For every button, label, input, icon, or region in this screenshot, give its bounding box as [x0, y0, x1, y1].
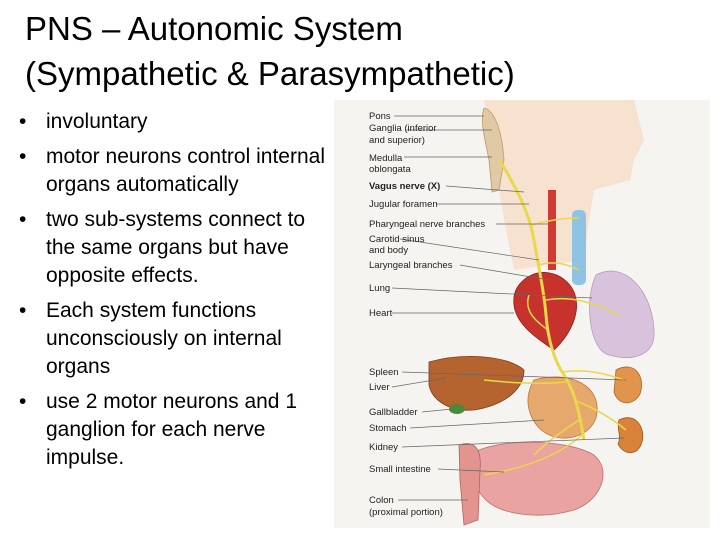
bullet-item: • use 2 motor neurons and 1 ganglion for …	[19, 388, 329, 472]
label-carotid-line2: and body	[369, 245, 408, 256]
bullet-dot: •	[19, 299, 27, 322]
label-medulla-line1: Medulla	[369, 153, 403, 164]
stomach-shape	[527, 376, 598, 439]
label-ganglia-line1: Ganglia (inferior	[369, 123, 437, 134]
label-spleen: Spleen	[369, 367, 399, 378]
label-vagus-nerve: Vagus nerve (X)	[369, 181, 440, 192]
bullet-dot: •	[19, 145, 27, 168]
title-line-2: (Sympathetic & Parasympathetic)	[25, 55, 515, 92]
bullet-item: • Each system functions unconsciously on …	[19, 297, 329, 381]
label-small-intestine: Small intestine	[369, 464, 431, 475]
vagus-nerve-diagram: Pons Ganglia (inferior and superior) Med…	[334, 100, 710, 528]
bullet-list: • involuntary • motor neurons control inte…	[19, 108, 329, 479]
lung-shape	[589, 270, 655, 358]
bullet-text: Each system functions unconsciously on i…	[46, 299, 282, 378]
title-line-1: PNS – Autonomic System	[25, 10, 403, 47]
bullet-dot: •	[19, 208, 27, 231]
bullet-text: two sub-systems connect to the same orga…	[46, 208, 306, 287]
nerve-branch	[527, 294, 549, 331]
bullet-item: • involuntary	[19, 108, 329, 136]
trachea	[572, 210, 586, 285]
colon-shape	[458, 443, 481, 526]
label-medulla-line2: oblongata	[369, 164, 411, 175]
bullet-dot: •	[19, 390, 27, 413]
label-ganglia-line2: and superior)	[369, 135, 425, 146]
label-liver: Liver	[369, 382, 390, 393]
leader-lines	[391, 115, 627, 501]
slide-title: PNS – Autonomic System (Sympathetic & Pa…	[25, 6, 645, 96]
bullet-item: • two sub-systems connect to the same org…	[19, 206, 329, 290]
nerve-branch	[483, 379, 567, 385]
bullet-dot: •	[19, 110, 27, 133]
label-pons: Pons	[369, 111, 391, 122]
label-laryngeal: Laryngeal branches	[369, 260, 453, 271]
brainstem	[481, 107, 505, 193]
carotid-artery	[548, 190, 556, 270]
bullet-item: • motor neurons control internal organs a…	[19, 143, 329, 199]
label-lung: Lung	[369, 283, 390, 294]
nerve-branch	[538, 262, 580, 271]
nerve-branch	[573, 399, 627, 431]
bullet-text: use 2 motor neurons and 1 ganglion for e…	[46, 390, 297, 469]
gallbladder-shape	[449, 404, 465, 414]
nerve-branch	[533, 419, 580, 456]
label-stomach: Stomach	[369, 423, 407, 434]
kidney-shape	[617, 417, 644, 454]
label-carotid-line1: Carotid sinus	[369, 234, 425, 245]
spleen-shape	[613, 366, 642, 404]
bullet-text: involuntary	[46, 110, 148, 133]
bullet-text: motor neurons control internal organs au…	[46, 145, 325, 196]
label-heart: Heart	[369, 308, 393, 319]
label-kidney: Kidney	[369, 442, 398, 453]
vagus-nerve-path	[498, 159, 586, 441]
liver-shape	[428, 356, 525, 411]
nerve-branch	[545, 297, 620, 316]
small-intestine-shape	[473, 441, 604, 516]
label-colon-line1: Colon	[369, 495, 394, 506]
label-pharyngeal: Pharyngeal nerve branches	[369, 219, 485, 230]
label-gallbladder: Gallbladder	[369, 407, 418, 418]
head-silhouette	[484, 100, 644, 270]
label-jugular-foramen: Jugular foramen	[369, 199, 438, 210]
nerve-branch	[561, 370, 625, 381]
label-colon-line2: (proximal portion)	[369, 507, 443, 518]
anatomy-illustration: Pons Ganglia (inferior and superior) Med…	[369, 100, 655, 526]
nerve-branch	[483, 434, 583, 476]
